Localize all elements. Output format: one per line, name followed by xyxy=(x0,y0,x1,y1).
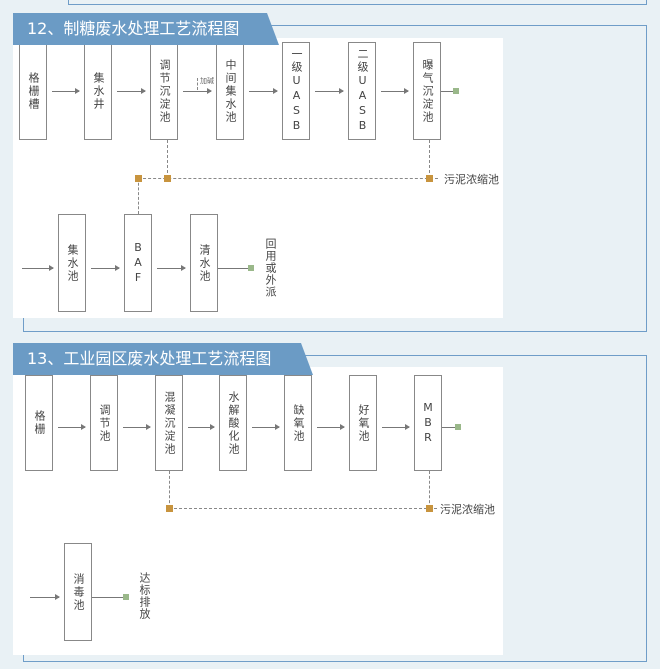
outlet-marker xyxy=(453,88,459,94)
flow-arrow xyxy=(22,265,54,271)
junction-marker xyxy=(164,175,171,182)
junction-marker xyxy=(426,505,433,512)
process-box: 集水井 xyxy=(84,42,112,140)
outlet-marker xyxy=(248,265,254,271)
flow-arrow xyxy=(317,424,345,430)
flow-arrow xyxy=(52,88,80,94)
outlet-marker xyxy=(123,594,129,600)
flow-arrow xyxy=(30,594,60,600)
dosing-line xyxy=(197,78,198,90)
process-box: 集水池 xyxy=(58,214,86,312)
dosing-label: 加碱 xyxy=(200,77,214,85)
process-box: 好氧池 xyxy=(349,375,377,471)
process-box: MBR xyxy=(414,375,442,471)
flow-line xyxy=(441,91,453,92)
flow-line xyxy=(92,597,123,598)
junction-marker xyxy=(166,505,173,512)
process-box: 消毒池 xyxy=(64,543,92,641)
outlet-label: 达标排放 xyxy=(138,572,151,620)
process-box: 混凝沉淀池 xyxy=(155,375,183,471)
process-box: 格栅 xyxy=(25,375,53,471)
sludge-line xyxy=(429,471,430,508)
flow-arrow xyxy=(252,424,280,430)
sludge-line xyxy=(169,471,170,508)
top-panel-border xyxy=(68,0,647,5)
process-box: 曝气沉淀池 xyxy=(413,42,441,140)
sludge-line xyxy=(138,178,438,179)
process-box: 调节池 xyxy=(90,375,118,471)
sludge-label: 污泥浓缩池 xyxy=(440,503,495,516)
flow-arrow xyxy=(249,88,278,94)
flow-line xyxy=(442,427,455,428)
process-box: BAF xyxy=(124,214,152,312)
flow-arrow xyxy=(157,265,186,271)
process-box: 一级UASB xyxy=(282,42,310,140)
sludge-line xyxy=(167,140,168,178)
process-box: 二级UASB xyxy=(348,42,376,140)
process-box: 调节沉淀池 xyxy=(150,42,178,140)
flow-arrow xyxy=(315,88,344,94)
flow-arrow xyxy=(117,88,146,94)
flow-line xyxy=(218,268,248,269)
flow-arrow xyxy=(382,424,410,430)
flow-arrow xyxy=(183,88,212,94)
junction-marker xyxy=(426,175,433,182)
process-box: 缺氧池 xyxy=(284,375,312,471)
flow-arrow xyxy=(123,424,151,430)
sludge-label: 污泥浓缩池 xyxy=(444,173,499,186)
process-box: 水解酸化池 xyxy=(219,375,247,471)
section-13-title: 13、工业园区废水处理工艺流程图 xyxy=(13,343,313,375)
junction-marker xyxy=(135,175,142,182)
sludge-line xyxy=(138,178,139,214)
flow-arrow xyxy=(381,88,409,94)
flow-arrow xyxy=(188,424,215,430)
process-box: 中间集水池 xyxy=(216,42,244,140)
process-box: 清水池 xyxy=(190,214,218,312)
process-box: 格栅槽 xyxy=(19,42,47,140)
flow-arrow xyxy=(58,424,86,430)
sludge-line xyxy=(429,140,430,178)
outlet-label: 回用或外派 xyxy=(264,238,277,298)
outlet-marker xyxy=(455,424,461,430)
section-12-title: 12、制糖废水处理工艺流程图 xyxy=(13,13,279,45)
flow-arrow xyxy=(91,265,120,271)
sludge-line xyxy=(169,508,437,509)
